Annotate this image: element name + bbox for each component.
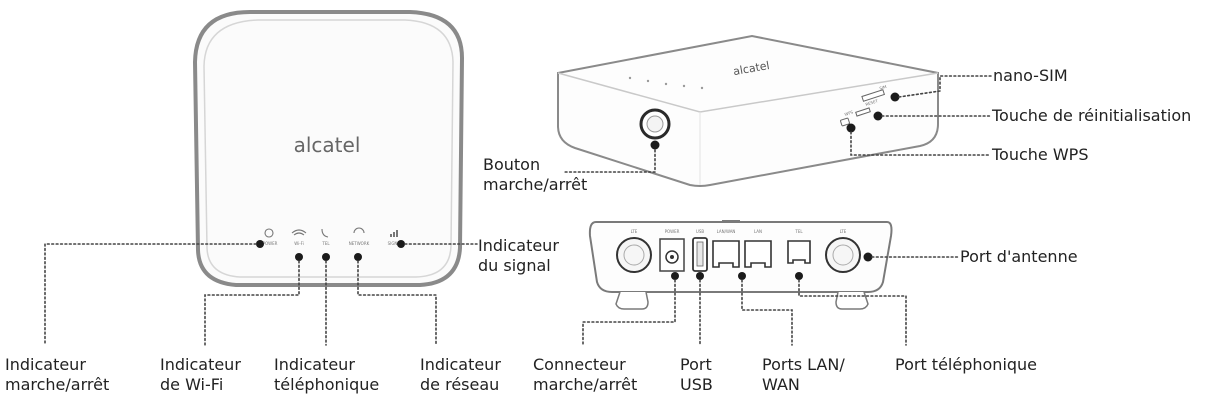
tel-led-dot	[322, 253, 330, 261]
network-led-dot	[354, 253, 362, 261]
wps-slot-caption: WPS	[844, 109, 854, 117]
router-back-view: LTE POWER USB LAN/WAN LAN TEL LTE	[588, 220, 893, 310]
power-button-dot	[650, 140, 660, 150]
power-connector-dot	[671, 272, 679, 280]
router-front-view: alcatel POWER Wi-Fi TEL NETWORK SIGNAL	[192, 10, 465, 287]
label-antenna-port: Port d'antenne	[960, 247, 1078, 266]
wifi-led-icon	[291, 229, 307, 236]
label-phone-port: Port téléphonique	[895, 355, 1038, 374]
label-wps-key: Touche WPS	[992, 145, 1089, 164]
label-power-button: Bouton marche/arrêt	[483, 155, 588, 194]
label-usb-port: Port USB	[680, 355, 713, 394]
signal-led-caption: SIGNAL	[388, 241, 404, 246]
wifi-led-caption: Wi-Fi	[294, 241, 304, 246]
network-led-caption: NETWORK	[349, 241, 370, 246]
nano-sim-dot	[890, 92, 900, 102]
label-phone-indicator: Indicateur téléphonique	[274, 355, 380, 394]
wps-slot	[840, 117, 850, 127]
tel-led-caption: TEL	[321, 241, 330, 246]
lte-antenna-left	[616, 237, 652, 273]
power-led-dot	[256, 240, 264, 248]
antenna-dot	[863, 252, 873, 262]
label-lan-wan-ports: Ports LAN/ WAN	[762, 355, 845, 394]
leader-lines	[44, 75, 993, 346]
label-network-indicator: Indicateur de réseau	[420, 355, 501, 394]
power-led-icon	[264, 228, 274, 238]
usb-dot	[696, 272, 704, 280]
wifi-led-dot	[295, 253, 303, 261]
label-power-indicator: Indicateur marche/arrêt	[5, 355, 110, 394]
tel-port	[787, 240, 811, 264]
sim-slot	[861, 89, 886, 102]
label-wifi-indicator: Indicateur de Wi-Fi	[160, 355, 241, 394]
power-port-caption: POWER	[665, 229, 680, 234]
phone-led-icon	[321, 228, 329, 238]
reset-slot	[855, 107, 871, 117]
router-top-view: alcatel SIM RESET WPS	[557, 34, 939, 187]
label-reset-key: Touche de réinitialisation	[992, 106, 1192, 125]
lan-port	[744, 240, 772, 268]
tel-port-dot	[795, 272, 803, 280]
lte-right-caption: LTE	[840, 229, 847, 234]
label-power-connector: Connecteur marche/arrêt	[533, 355, 638, 394]
network-led-icon	[353, 227, 365, 234]
front-logo: alcatel	[294, 133, 361, 157]
lan-wan-port-caption: LAN/WAN	[717, 229, 736, 234]
wps-dot	[846, 123, 856, 133]
lan-port-caption: LAN	[754, 229, 762, 234]
signal-led-dot	[397, 240, 405, 248]
lan-wan-dot	[738, 272, 746, 280]
label-nano-sim: nano-SIM	[993, 66, 1068, 85]
signal-led-icon	[390, 230, 398, 237]
usb-port-caption: USB	[696, 229, 704, 234]
label-signal-indicator: Indicateur du signal	[478, 236, 559, 275]
lan-wan-port	[712, 240, 740, 268]
lte-antenna-right	[825, 237, 861, 273]
top-logo: alcatel	[732, 59, 770, 78]
reset-slot-caption: RESET	[865, 98, 879, 107]
power-led-caption: POWER	[263, 241, 278, 246]
tel-port-caption: TEL	[794, 229, 803, 234]
sim-slot-caption: SIM	[879, 84, 888, 91]
reset-dot	[873, 111, 883, 121]
lte-left-caption: LTE	[631, 229, 638, 234]
